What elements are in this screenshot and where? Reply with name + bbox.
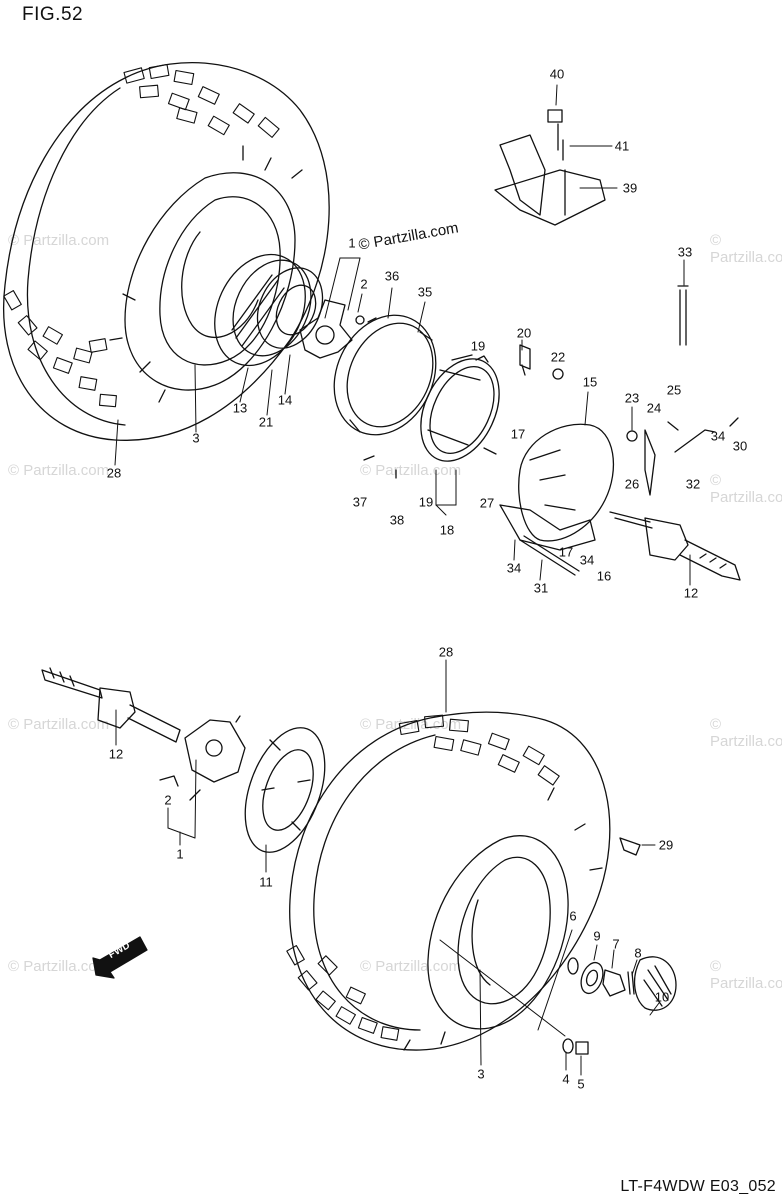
callout-number: 37 — [352, 494, 368, 510]
callout-number: 28 — [106, 465, 122, 481]
callout-number: 39 — [622, 180, 638, 196]
tire-tread-lugs — [3, 63, 280, 408]
bottom-brake-disc — [244, 727, 326, 853]
callout-number: 19 — [470, 338, 486, 354]
callout-number: 24 — [646, 400, 662, 416]
bottom-rim — [403, 787, 603, 1051]
top-bracket — [494, 109, 606, 226]
callout-number: 1 — [176, 846, 184, 862]
callout-number: 34 — [710, 428, 726, 444]
watermark: © Partzilla.com — [8, 716, 110, 733]
callout-number: 28 — [438, 644, 454, 660]
callout-number: 25 — [666, 382, 682, 398]
watermark: © Partzilla.com — [710, 958, 782, 992]
callout-number: 17 — [510, 426, 526, 442]
callout-number: 1 — [348, 235, 356, 251]
fwd-direction-arrow — [92, 936, 148, 979]
small-parts — [363, 285, 739, 576]
callout-number: 40 — [549, 66, 565, 82]
top-hub — [299, 299, 365, 359]
watermark: © Partzilla.com — [8, 232, 110, 249]
callout-number: 41 — [614, 138, 630, 154]
callout-number: 5 — [577, 1076, 585, 1092]
watermark: © Partzilla.com — [710, 232, 782, 266]
watermark: © Partzilla.com — [8, 462, 110, 479]
callout-number: 16 — [596, 568, 612, 584]
callout-number: 9 — [593, 928, 601, 944]
top-brake-drum — [214, 253, 324, 367]
callout-number: 17 — [558, 544, 574, 560]
callout-number: 4 — [562, 1071, 570, 1087]
callout-number: 6 — [569, 908, 577, 924]
callout-number: 34 — [506, 560, 522, 576]
top-rim — [109, 145, 303, 403]
bottom-tire — [286, 711, 611, 1051]
callout-number: 36 — [384, 268, 400, 284]
callout-number: 12 — [108, 746, 124, 762]
callout-number: 33 — [677, 244, 693, 260]
top-axle-shaft — [609, 511, 741, 581]
callout-number: 21 — [258, 414, 274, 430]
watermark: © Partzilla.com — [360, 716, 462, 733]
watermark: © Partzilla.com — [360, 958, 462, 975]
tire-tread-lugs — [286, 714, 560, 1041]
callout-number: 27 — [479, 495, 495, 511]
callout-number: 7 — [612, 936, 620, 952]
callout-number: 15 — [582, 374, 598, 390]
callout-number: 13 — [232, 400, 248, 416]
callout-number: 14 — [277, 392, 293, 408]
figure-label: FIG.52 — [22, 4, 84, 25]
callout-number: 11 — [259, 874, 273, 890]
callout-number: 19 — [418, 494, 434, 510]
top-brake-assembly — [333, 314, 500, 462]
watermark: © Partzilla.com — [710, 716, 782, 750]
top-backing-plate — [499, 423, 615, 551]
diagram-code: LT-F4WDW E03_052 — [620, 1178, 776, 1195]
callout-number: 32 — [685, 476, 701, 492]
callout-number: 26 — [624, 476, 640, 492]
watermark: © Partzilla.com — [710, 472, 782, 506]
callout-number: 3 — [192, 430, 200, 446]
bottom-hub — [159, 715, 246, 801]
callout-number: 3 — [477, 1066, 485, 1082]
callout-number: 31 — [533, 580, 549, 596]
top-tire — [3, 62, 330, 441]
callout-number: 2 — [360, 276, 368, 292]
bottom-hardware — [562, 837, 677, 1055]
callout-number: 30 — [732, 438, 748, 454]
callout-number: 8 — [634, 945, 642, 961]
callout-number: 35 — [417, 284, 433, 300]
bottom-axle-shaft — [41, 667, 181, 743]
callout-number: 20 — [516, 325, 532, 341]
callout-number: 2 — [164, 792, 172, 808]
leader-lines — [114, 84, 691, 1076]
callout-number: 12 — [683, 585, 699, 601]
callout-number: 29 — [658, 837, 674, 853]
callout-number: 10 — [654, 989, 670, 1005]
callout-number: 22 — [550, 349, 566, 365]
callout-number: 38 — [389, 512, 405, 528]
callout-number: 34 — [579, 552, 595, 568]
callout-number: 18 — [439, 522, 455, 538]
callout-number: 23 — [624, 390, 640, 406]
watermark: © Partzilla.com — [8, 958, 110, 975]
